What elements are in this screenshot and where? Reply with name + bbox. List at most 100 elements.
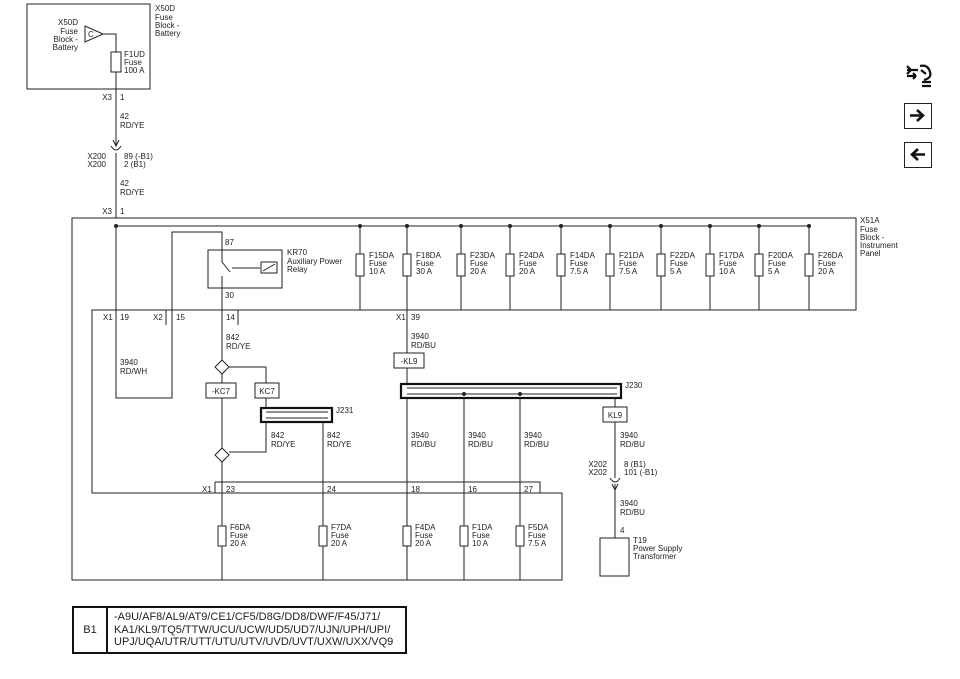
- fuse-type: Fuse: [230, 531, 248, 540]
- fuse-type: Fuse: [331, 531, 349, 540]
- label-j231: J231: [336, 406, 354, 415]
- fuse-f20da: [754, 253, 764, 277]
- fuse-amp: 7.5 A: [528, 539, 547, 548]
- wire-3940-bu-f-color: RD/BU: [620, 508, 645, 517]
- panel-conn-pin: 1: [120, 207, 125, 216]
- legend-key: B1: [74, 608, 108, 652]
- top-conn-pin: 1: [120, 93, 125, 102]
- battery-block-conn: X50D: [155, 4, 175, 13]
- x200-p1: 89 (-B1): [124, 152, 153, 161]
- wire-42-b-num: 42: [120, 179, 129, 188]
- fuse-amp: 10 A: [369, 267, 386, 276]
- prev-page-button[interactable]: [904, 142, 932, 168]
- pin-x1b: X1: [396, 313, 406, 322]
- fuse-amp: 7.5 A: [570, 267, 589, 276]
- transformer-pin: 4: [620, 526, 625, 535]
- fuse-f4da: [402, 525, 412, 547]
- fuse-type: Fuse: [470, 259, 488, 268]
- wire-3940-bu-d-color: RD/BU: [524, 440, 549, 449]
- wire-3940-bu-a-num: 3940: [411, 332, 429, 341]
- relay-pin-bottom: 30: [225, 291, 234, 300]
- arrow-right-icon: [910, 109, 925, 122]
- transformer-id: T19: [633, 536, 647, 545]
- wire-842-c-color: RD/YE: [327, 440, 351, 449]
- fuse-f18da: [402, 253, 412, 277]
- wire-3940-bu-d-num: 3940: [524, 431, 542, 440]
- fuse-f5da: [515, 525, 525, 547]
- fuse-amp: 10 A: [719, 267, 736, 276]
- battery-fuse-block: [26, 3, 151, 90]
- relay-kr70: [207, 249, 283, 289]
- top-conn-x3: X3: [102, 93, 112, 102]
- legend-text: -A9U/AF8/AL9/AT9/CE1/CF5/D8G/DD8/DWF/F45…: [114, 611, 394, 648]
- fuse-id: F15DA: [369, 251, 395, 260]
- fuse-amp: 10 A: [472, 539, 489, 548]
- fuse-amp: 30 A: [416, 267, 433, 276]
- wire-3940-wh-num: 3940: [120, 358, 138, 367]
- fuse-id: F5DA: [528, 523, 549, 532]
- x202-c2: X202: [588, 468, 607, 477]
- fuse-id: F20DA: [768, 251, 794, 260]
- x200-p2: 2 (B1): [124, 160, 146, 169]
- pin-19: 19: [120, 313, 129, 322]
- pin-14: 14: [226, 313, 235, 322]
- fuse-id: F6DA: [230, 523, 251, 532]
- label-kl9-neg: -KL9: [401, 357, 418, 366]
- fuse-amp: 20 A: [519, 267, 536, 276]
- x200-c1: X200: [87, 152, 106, 161]
- fuse-id: F7DA: [331, 523, 352, 532]
- pin-16: 16: [468, 485, 477, 494]
- fuse-f7da: [318, 525, 328, 547]
- fuse-f17da: [705, 253, 715, 277]
- wire-842-a-color: RD/YE: [226, 342, 250, 351]
- pin-x1a: X1: [103, 313, 113, 322]
- fuse-type: Fuse: [415, 531, 433, 540]
- x200-c2: X200: [87, 160, 106, 169]
- fuse-type: Fuse: [369, 259, 387, 268]
- fuse-type: Fuse: [472, 531, 490, 540]
- fuse-f23da: [456, 253, 466, 277]
- fuse-f15da: [355, 253, 365, 277]
- fuse-f1ud-type: Fuse: [124, 58, 142, 67]
- fuse-type: Fuse: [570, 259, 588, 268]
- wire-3940-bu-b-color: RD/BU: [411, 440, 436, 449]
- wire-3940-bu-c-num: 3940: [468, 431, 486, 440]
- fuse-amp: 20 A: [415, 539, 432, 548]
- pin-39: 39: [411, 313, 420, 322]
- fuse-f14da: [556, 253, 566, 277]
- fuse-type: Fuse: [519, 259, 537, 268]
- fuse-f22da: [656, 253, 666, 277]
- relay-id: KR70: [287, 248, 308, 257]
- fuse-f21da: [605, 253, 615, 277]
- pin-23: 23: [226, 485, 235, 494]
- x202-c1: X202: [588, 460, 607, 469]
- wire-42-b-color: RD/YE: [120, 188, 144, 197]
- wire-3940-bu-b-num: 3940: [411, 431, 429, 440]
- fuse-f26da: [804, 253, 814, 277]
- wire-3940-bu-c-color: RD/BU: [468, 440, 493, 449]
- label-kc7: KC7: [259, 387, 275, 396]
- fuse-type: Fuse: [528, 531, 546, 540]
- wire-3940-wh-color: RD/WH: [120, 367, 147, 376]
- wire-42-a-num: 42: [120, 112, 129, 121]
- next-page-button[interactable]: [904, 103, 932, 129]
- fuse-id: F14DA: [570, 251, 596, 260]
- pin-15: 15: [176, 313, 185, 322]
- fuse-f24da: [505, 253, 515, 277]
- fuse-id: F4DA: [415, 523, 436, 532]
- splice-j230: [399, 382, 623, 400]
- fuse-type: Fuse: [768, 259, 786, 268]
- pin-x2: X2: [153, 313, 163, 322]
- wrench-car-icon[interactable]: [904, 62, 932, 88]
- fuse-id: F17DA: [719, 251, 745, 260]
- relay-pin-top: 87: [225, 238, 234, 247]
- diode-letter: C: [88, 30, 94, 39]
- panel-conn: X51A: [860, 216, 880, 225]
- splice-j231: [259, 406, 334, 424]
- fuse-amp: 5 A: [768, 267, 780, 276]
- fuse-type: Fuse: [416, 259, 434, 268]
